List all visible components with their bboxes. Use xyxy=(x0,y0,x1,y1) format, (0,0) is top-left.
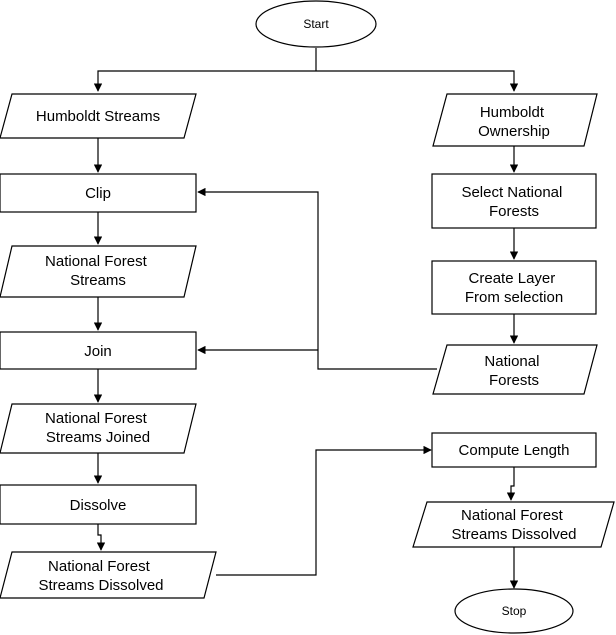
clip-process: Clip xyxy=(0,173,197,213)
create-layer-process: Create Layer From selection xyxy=(431,260,597,315)
join-process: Join xyxy=(0,331,197,370)
humboldt-ownership-line-2: Ownership xyxy=(478,123,550,140)
dissolve-process: Dissolve xyxy=(0,484,197,525)
national-forest-streams-line-1: National Forest xyxy=(45,253,148,270)
national-forest-streams-dissolved-right-data: National Forest Streams Dissolved xyxy=(412,501,615,548)
national-forest-streams-dissolved-left-text: National Forest Streams Dissolved xyxy=(38,558,163,594)
stop-terminal: Stop xyxy=(454,588,574,634)
humboldt-ownership-text: Humboldt Ownership xyxy=(478,104,550,140)
edge-start-to-humboldt-streams xyxy=(93,70,316,92)
national-forest-streams-text: National Forest Streams xyxy=(45,253,151,289)
national-forest-streams-joined-line-1: National Forest xyxy=(45,410,148,427)
dissolve-label: Dissolve xyxy=(70,497,127,514)
select-national-forests-text: Select National Forests xyxy=(461,184,566,220)
national-forests-text: National Forests xyxy=(484,353,543,389)
national-forest-streams-dissolved-right-text: National Forest Streams Dissolved xyxy=(451,507,576,543)
national-forest-streams-dissolved-left-data: National Forest Streams Dissolved xyxy=(0,551,217,599)
create-layer-line-1: Create Layer xyxy=(469,270,556,287)
edge-dissolve-to-nf-streams-dissolved xyxy=(96,524,106,551)
stop-label: Stop xyxy=(502,604,527,618)
edge-start-to-humboldt-ownership xyxy=(316,70,519,92)
connectors xyxy=(93,48,519,589)
create-layer-line-2: From selection xyxy=(465,289,563,306)
create-layer-text: Create Layer From selection xyxy=(465,270,563,306)
edge-compute-length-to-nf-streams-dissolved xyxy=(506,467,516,501)
select-national-forests-line-2: Forests xyxy=(489,203,539,220)
humboldt-ownership-input: Humboldt Ownership xyxy=(432,93,598,147)
national-forests-line-1: National xyxy=(484,353,539,370)
select-national-forests-line-1: Select National xyxy=(461,184,562,201)
national-forest-streams-dissolved-right-line-1: National Forest xyxy=(461,507,564,524)
join-label: Join xyxy=(84,343,112,360)
compute-length-process: Compute Length xyxy=(431,432,597,468)
national-forest-streams-joined-text: National Forest Streams Joined xyxy=(45,410,151,446)
edge-nf-streams-dissolved-to-compute-length xyxy=(216,445,432,576)
national-forests-line-2: Forests xyxy=(489,372,539,389)
national-forest-streams-joined-data: National Forest Streams Joined xyxy=(0,403,197,454)
compute-length-label: Compute Length xyxy=(459,442,570,459)
humboldt-streams-label: Humboldt Streams xyxy=(36,108,160,125)
national-forest-streams-data: National Forest Streams xyxy=(0,245,197,298)
national-forest-streams-joined-line-2: Streams Joined xyxy=(46,429,150,446)
clip-label: Clip xyxy=(85,185,111,202)
national-forests-data: National Forests xyxy=(432,344,598,395)
national-forest-streams-line-2: Streams xyxy=(70,272,126,289)
humboldt-streams-input: Humboldt Streams xyxy=(0,93,197,139)
national-forest-streams-dissolved-left-line-1: National Forest xyxy=(48,558,151,575)
start-terminal: Start xyxy=(255,0,377,48)
select-national-forests-process: Select National Forests xyxy=(431,173,597,229)
humboldt-ownership-line-1: Humboldt xyxy=(480,104,545,121)
edge-national-forests-to-clip xyxy=(197,187,437,370)
national-forest-streams-dissolved-right-line-2: Streams Dissolved xyxy=(451,526,576,543)
start-label: Start xyxy=(303,17,329,31)
national-forest-streams-dissolved-left-line-2: Streams Dissolved xyxy=(38,577,163,594)
